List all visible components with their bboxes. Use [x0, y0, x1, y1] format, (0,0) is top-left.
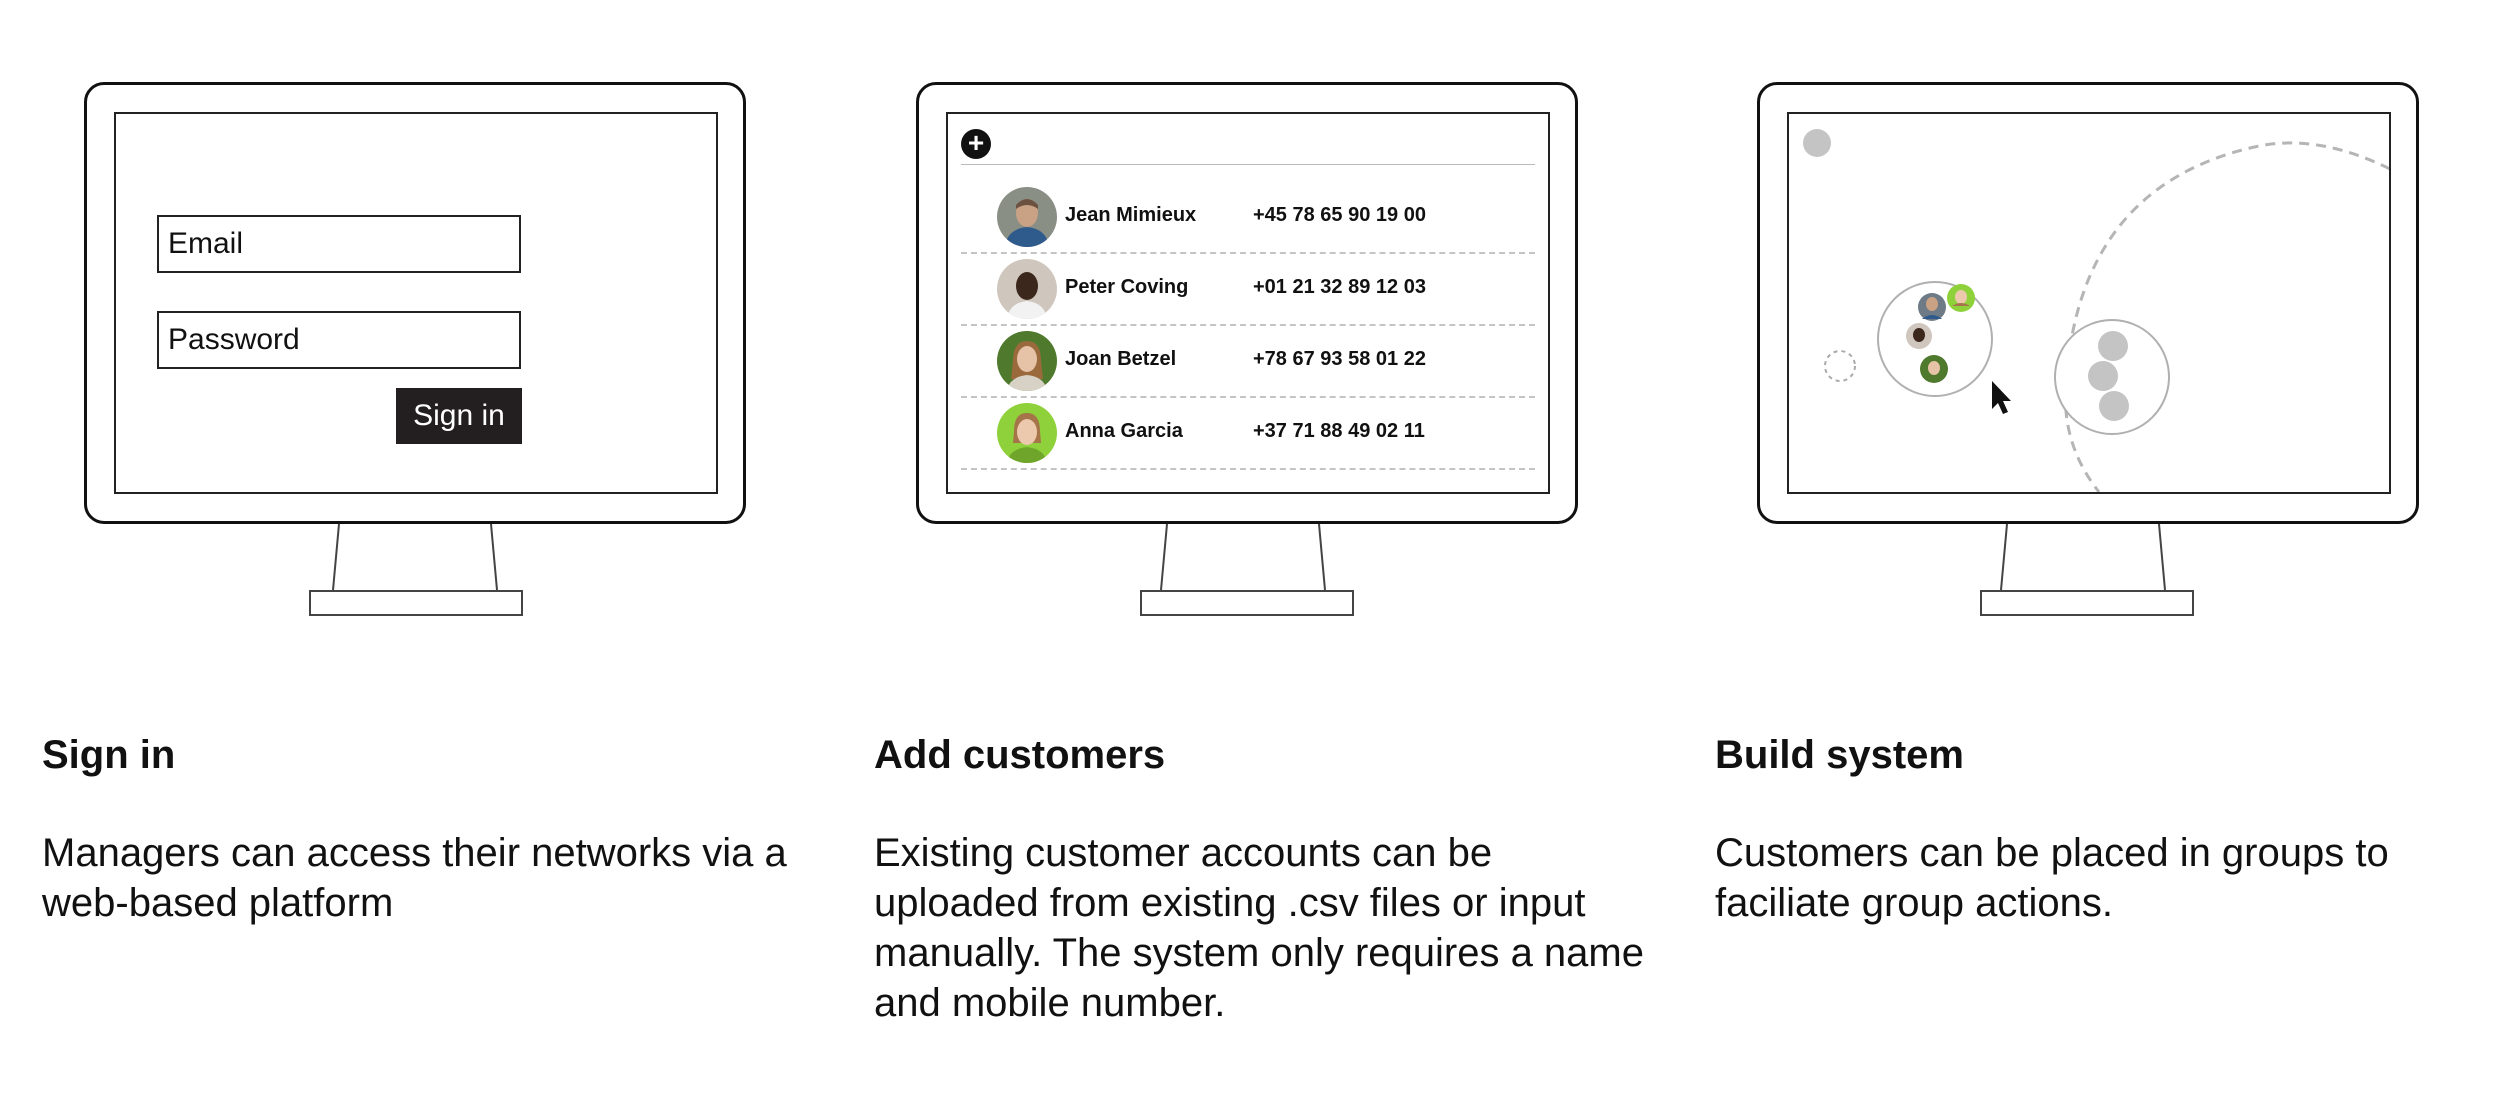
panel-description: Existing customer accounts can be upload…: [874, 831, 1644, 1025]
avatar: [997, 331, 1057, 391]
monitor-stand: [1160, 523, 1326, 591]
customer-list-screen: + Jean Mimieux +45 78 65 90 19 00: [946, 112, 1550, 494]
monitor: + Jean Mimieux +45 78 65 90 19 00: [916, 82, 1578, 524]
panel-title: Build system: [1715, 733, 1964, 777]
mouse-pointer-icon: [1992, 381, 2011, 414]
member-avatar: [1947, 284, 1975, 312]
customer-phone: +45 78 65 90 19 00: [1253, 204, 1426, 226]
plus-circle-icon[interactable]: +: [961, 129, 991, 159]
monitor: Email Password Sign in: [84, 82, 746, 524]
monitor-stand: [2000, 523, 2166, 591]
monitor-stand: [332, 523, 498, 591]
panel-add-customers: + Jean Mimieux +45 78 65 90 19 00: [833, 0, 1663, 1105]
customer-phone: +78 67 93 58 01 22: [1253, 348, 1426, 370]
member-avatar: [1918, 293, 1946, 321]
sign-in-screen: Email Password Sign in: [114, 112, 718, 494]
sign-in-button[interactable]: Sign in: [396, 388, 522, 444]
placeholder-member: [2099, 391, 2129, 421]
dashed-arc: [2063, 141, 2389, 492]
panel-description: Customers can be placed in groups to fac…: [1715, 831, 2389, 925]
customer-phone: +01 21 32 89 12 03: [1253, 276, 1426, 298]
placeholder-member: [2098, 331, 2128, 361]
panel-sign-in: Email Password Sign in Sign in Managers …: [0, 0, 830, 1105]
group-builder-screen: [1787, 112, 2391, 494]
group-canvas[interactable]: [1789, 114, 2389, 492]
customer-name: Joan Betzel: [1065, 348, 1177, 370]
password-field[interactable]: Password: [157, 311, 521, 369]
email-field[interactable]: Email: [157, 215, 521, 273]
placeholder-member: [2088, 361, 2118, 391]
panel-build-system: Build system Customers can be placed in …: [1675, 0, 2500, 1105]
empty-slot: [1824, 350, 1856, 382]
avatar: [997, 187, 1057, 247]
member-avatar: [1920, 355, 1948, 383]
avatar: [997, 259, 1057, 319]
customer-row[interactable]: Peter Coving +01 21 32 89 12 03: [961, 254, 1535, 326]
customer-name: Peter Coving: [1065, 276, 1189, 298]
customer-name: Anna Garcia: [1065, 420, 1183, 442]
monitor-base: [1140, 590, 1354, 616]
customer-row[interactable]: Anna Garcia +37 71 88 49 02 11: [961, 398, 1535, 470]
list-divider: [961, 164, 1535, 165]
panel-title: Add customers: [874, 733, 1166, 777]
member-avatar: [1906, 323, 1932, 349]
menu-dot: [1803, 129, 1831, 157]
monitor-base: [309, 590, 523, 616]
avatar: [997, 403, 1057, 463]
monitor: [1757, 82, 2419, 524]
monitor-base: [1980, 590, 2194, 616]
customer-row[interactable]: Jean Mimieux +45 78 65 90 19 00: [961, 182, 1535, 254]
customer-name: Jean Mimieux: [1065, 204, 1197, 226]
customer-phone: +37 71 88 49 02 11: [1253, 420, 1425, 442]
panel-title: Sign in: [42, 733, 176, 777]
customer-row[interactable]: Joan Betzel +78 67 93 58 01 22: [961, 326, 1535, 398]
panel-description: Managers can access their networks via a…: [42, 831, 787, 925]
